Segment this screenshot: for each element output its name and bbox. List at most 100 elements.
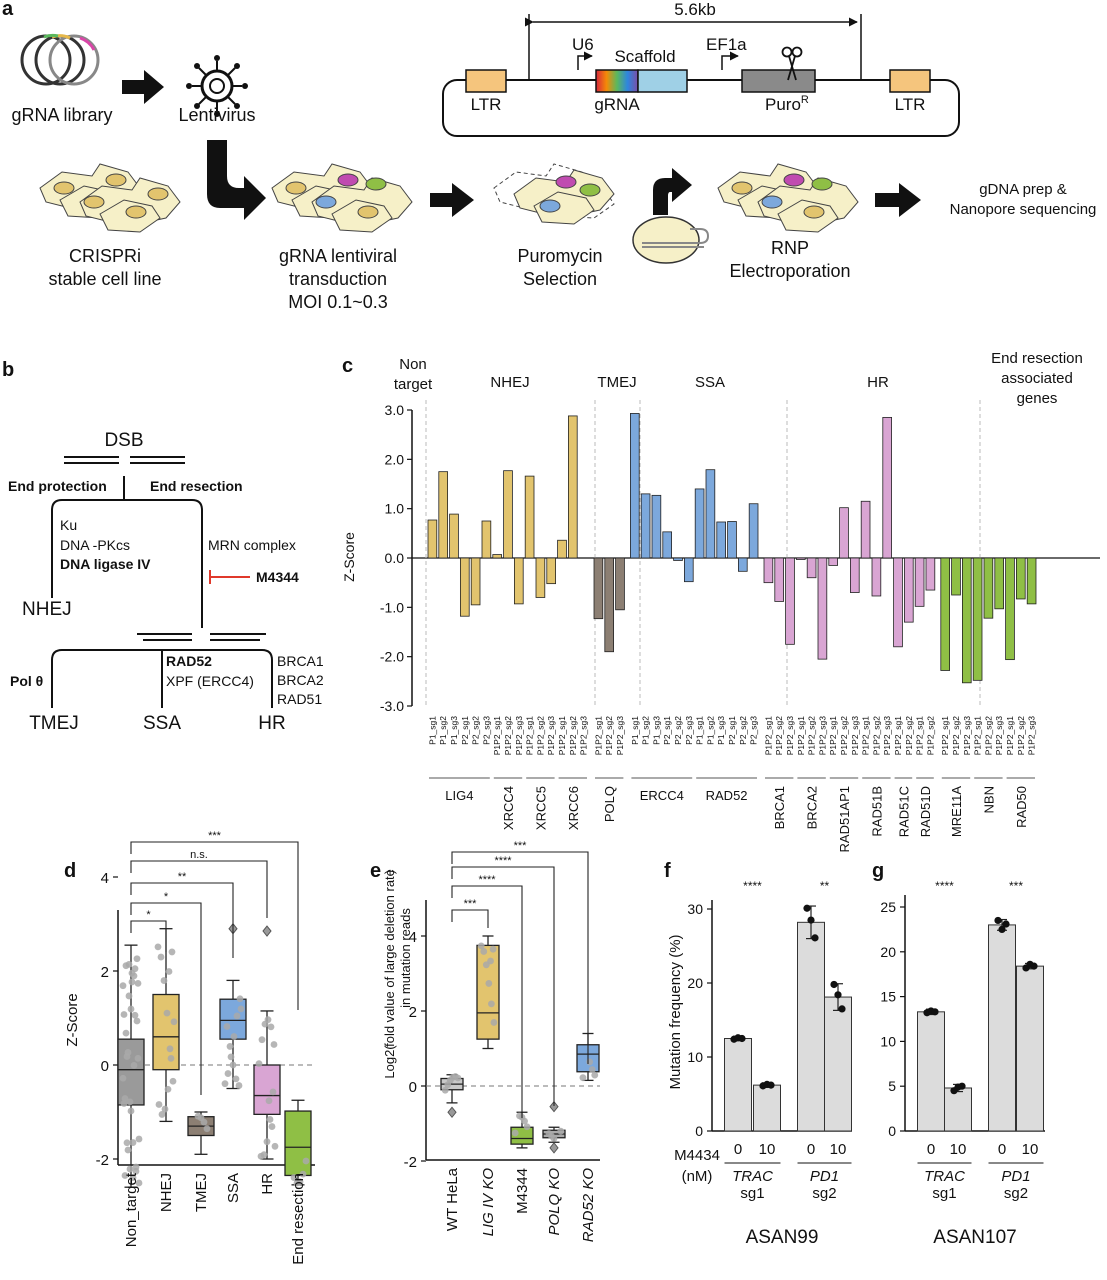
c-bar (893, 557, 903, 648)
d-chart-sig-label: * (146, 909, 151, 921)
e-chart-ytick-label: -2 (404, 1154, 417, 1171)
c-bar (951, 557, 961, 596)
c-bar (492, 554, 502, 559)
step1-line2: stable cell line (48, 269, 161, 289)
e-chart-point (487, 1000, 495, 1008)
d-chart-point (226, 1043, 234, 1050)
g-chart-ytick-label: 25 (880, 899, 896, 915)
c-bar (1026, 557, 1037, 605)
d-chart-point (123, 1139, 131, 1147)
c-bar (438, 471, 448, 559)
d-chart-sig-bracket (130, 920, 167, 952)
c-guide-label: P1P2_sg1 (525, 716, 535, 755)
ssa-label-b: SSA (143, 713, 181, 734)
c-bar (962, 557, 972, 684)
c-guide-label: P1P2_sg3 (962, 716, 972, 755)
c-bar (427, 519, 438, 559)
d-chart-category-label: End resection (290, 1173, 307, 1265)
c-ytick-label: -1.0 (380, 599, 404, 615)
c-guide-label: P2_sg3 (749, 716, 759, 745)
c-guide-label: P1P2_sg1 (973, 716, 983, 755)
e-chart-outlier (447, 1106, 457, 1119)
e-chart-sig-label: **** (494, 855, 512, 867)
e-chart-point (480, 948, 488, 955)
step5-line2: Nanopore sequencing (950, 201, 1097, 218)
e-chart-point (485, 980, 493, 987)
e-chart-box (476, 944, 500, 1040)
d-chart-point (170, 1018, 178, 1026)
hr-label-b: HR (258, 713, 285, 734)
c-guide-label: P2_sg2 (738, 716, 748, 745)
panel-letter-d: d (64, 860, 76, 882)
c-bar (904, 557, 914, 623)
g-chart-ytick-label: 10 (880, 1033, 896, 1049)
d-chart-point (200, 1118, 208, 1126)
c-guide-label: P1P2_sg3 (579, 716, 589, 755)
c-bar (914, 557, 925, 607)
f-chart-bar (753, 1084, 781, 1132)
d-chart-sig-label: * (164, 891, 169, 903)
c-bar (983, 557, 994, 619)
c-bar (1005, 557, 1015, 661)
c-bar (694, 488, 705, 559)
d-chart-point (154, 943, 162, 951)
c-guide-label: P1P2_sg2 (951, 716, 961, 755)
c-guide-label: P1P2_sg1 (861, 716, 871, 755)
c-guide-label: P1P2_sg2 (807, 716, 817, 755)
c-bar (535, 557, 546, 598)
d-chart-point (269, 1088, 277, 1096)
c-gene-label: RAD51AP1 (837, 786, 852, 852)
d-chart-point (128, 978, 136, 986)
c-bar (470, 557, 481, 606)
d-chart-category-label: HR (259, 1173, 276, 1195)
e-chart-ytick-label: 2 (409, 1004, 417, 1021)
d-chart-point (125, 960, 133, 968)
panel-letter-g: g (872, 860, 884, 882)
c-guide-label: P1P2_sg1 (915, 716, 925, 755)
c-bar (882, 416, 892, 559)
g-chart-bar (944, 1087, 972, 1132)
brca1-label: BRCA1 (277, 653, 324, 669)
c-ytick-label: 1.0 (385, 501, 405, 517)
e-chart-category-label: POLQ KO (546, 1168, 563, 1236)
c-guide-label: P1P2_sg1 (828, 716, 838, 755)
g-chart-ytick-label: 5 (888, 1078, 896, 1094)
d-chart-point (168, 948, 176, 956)
d-chart-point (124, 1146, 132, 1154)
d-chart-point (134, 1054, 142, 1062)
c-section-label-tmej: TMEJ (597, 374, 636, 391)
e-ylabel-4: ) (382, 870, 397, 874)
g-chart-point (1002, 920, 1010, 928)
puro-box (741, 69, 816, 93)
d-chart-box (117, 1038, 145, 1106)
d-chart-point (230, 1033, 238, 1040)
g-chart-dose-label: 10 (950, 1141, 967, 1158)
c-bar (806, 557, 817, 579)
c-guide-label: P1_sg2 (641, 716, 651, 745)
d-chart-box (219, 998, 247, 1040)
g-chart-point (931, 1008, 939, 1016)
e-chart-point (482, 961, 490, 969)
c-guide-label: P1P2_sg1 (940, 716, 950, 755)
c-guide-label: P1P2_sg3 (817, 716, 827, 755)
d-chart-point (133, 955, 141, 963)
grna-label: gRNA (594, 95, 640, 114)
f-chart-title: ASAN99 (746, 1227, 819, 1248)
rnp-arrow-icon (653, 168, 692, 215)
g-chart-point (998, 925, 1006, 934)
d-chart-point (166, 1045, 174, 1053)
scaffold-box (637, 69, 688, 93)
grna-box (595, 69, 639, 93)
d-chart-point (255, 1060, 263, 1068)
d-chart-category-label: Non_target (123, 1172, 140, 1247)
c-guide-label: P1P2_sg2 (535, 716, 545, 755)
step4-line2: Electroporation (729, 261, 850, 281)
e-chart-ytick-label: 0 (409, 1079, 417, 1096)
e-chart-category-label: RAD52 KO (580, 1168, 597, 1243)
d-chart-point (296, 1178, 304, 1186)
e-chart-point (550, 1135, 558, 1142)
c-guide-label: P1_sg2 (438, 716, 448, 745)
d-chart-point (164, 1085, 172, 1093)
d-chart-point (258, 1036, 266, 1044)
ltr-right-box (889, 69, 931, 93)
